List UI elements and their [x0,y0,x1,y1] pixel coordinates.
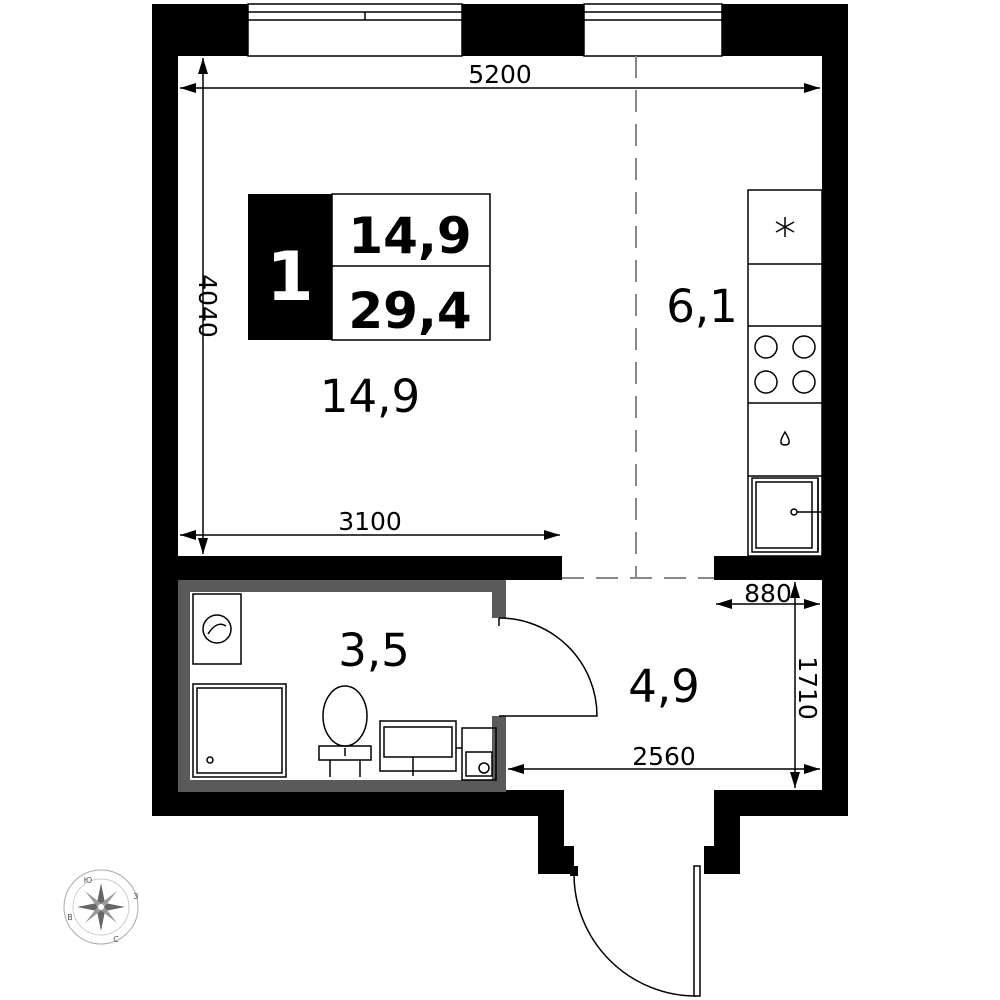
badge-room-count: 1 [266,238,313,317]
outer-walls [152,4,848,874]
compass-south: Ю [84,876,93,885]
dim-hall-height: 1710 [793,656,822,720]
compass-north: С [113,935,119,944]
entrance-door[interactable] [573,873,697,997]
bathroom-walls [178,580,506,792]
water-drop-icon [780,430,790,446]
room-area-hallway: 4,9 [628,660,700,713]
dimension-lines [180,58,820,788]
washing-machine [192,593,242,665]
kitchen-unit [747,189,823,557]
room-area-bathroom: 3,5 [338,624,410,677]
bathroom-door[interactable] [498,617,598,717]
washbasin [379,720,462,776]
kitchen-zone-divider [562,56,714,579]
dimension-arrows [180,58,820,788]
badge-living-area: 14,9 [348,207,471,265]
badge-total-area: 29,4 [348,282,471,340]
dim-hall-width: 2560 [632,742,696,771]
window-right [583,3,723,57]
compass-east: В [67,913,73,922]
area-badge: 1 14,9 29,4 [248,193,491,341]
room-area-kitchen: 6,1 [666,280,738,333]
room-area-living: 14,9 [320,370,420,423]
shower-tray [192,683,287,778]
dim-living-width: 3100 [338,507,402,536]
compass-icon: Ю З В С [63,869,139,945]
compass-west: З [133,892,138,901]
stove-burners [754,335,816,394]
toilet [318,685,372,777]
dim-top-width: 5200 [468,60,532,89]
dim-left-height: 4040 [193,274,222,338]
window-left [247,3,463,57]
snowflake-icon [775,217,795,237]
kitchen-sink [751,477,822,553]
dim-hall-niche: 880 [744,579,792,608]
utility-box [461,727,497,781]
